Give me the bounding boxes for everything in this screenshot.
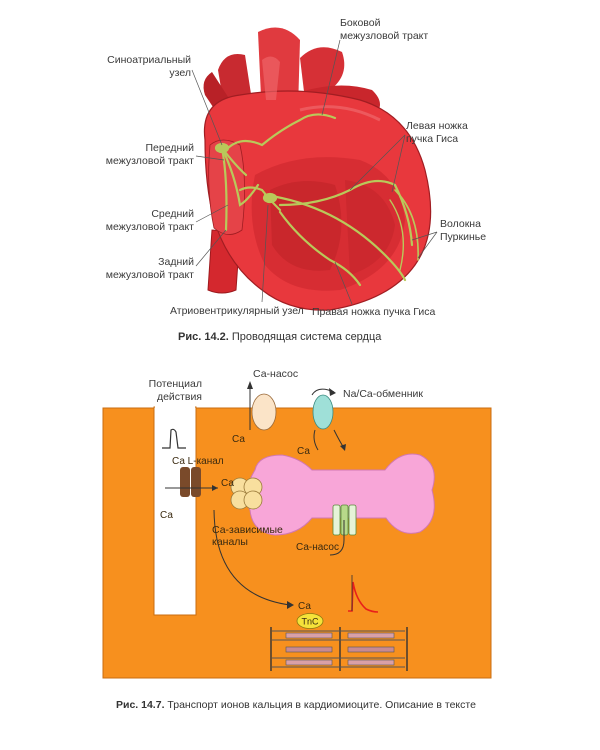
label-ca-l-channel: Са L-канал (172, 456, 224, 467)
label-middle-tract: Средний межузловой тракт (105, 208, 194, 233)
calcium-release-arrow (213, 509, 291, 606)
ca-dependent-channels (230, 477, 263, 510)
sarcomere (270, 627, 408, 671)
label-left-bundle: Левая ножка пучка Гиса (406, 120, 468, 145)
label-na-ca-exchanger: Na/Ca-обменник (343, 388, 423, 400)
figure2-caption: Рис. 14.7. Транспорт ионов кальция в кар… (116, 699, 476, 711)
tnc-label: TnC (301, 617, 319, 627)
label-action-potential: Потенциал действия (148, 378, 202, 403)
membrane-ca-pump (247, 381, 277, 431)
label-sr-ca-pump: Са-насос (296, 542, 339, 553)
label-sa-node: Синоатриальный узел (107, 54, 191, 79)
ca-l-channel (165, 467, 218, 497)
conduction-system (214, 113, 419, 287)
label-ca-5: Са (298, 601, 311, 612)
sr-ca-pump (329, 504, 357, 556)
tnc-badge (296, 613, 324, 629)
label-lateral-tract: Боковой межузловой тракт (340, 17, 429, 42)
figure1-caption-text: Проводящая система сердца (231, 331, 382, 343)
label-membrane-ca-pump: Са-насос (253, 368, 299, 380)
label-ca-dependent-channels: Са-зависимые каналы (212, 524, 283, 548)
t-tubule (153, 406, 197, 616)
label-purkinje: Волокна Пуркинье (440, 218, 487, 243)
label-ca-1: Са (221, 478, 234, 489)
label-ca-4: Са (297, 446, 310, 457)
label-ca-3: Са (232, 434, 245, 445)
figure2-caption-text: Транспорт ионов кальция в кардиомиоците.… (167, 699, 476, 711)
figure2-caption-number: Рис. 14.7. (116, 699, 165, 711)
calcium-transient-curve (348, 581, 379, 613)
heart-illustration (203, 27, 432, 311)
action-potential-curve (162, 428, 186, 449)
label-posterior-tract: Задний межузловой тракт (105, 256, 194, 281)
sarcoplasmic-reticulum (245, 453, 435, 536)
leader-lines (191, 39, 438, 305)
label-right-bundle: Правая ножка пучка Гиса (312, 306, 436, 318)
label-av-node: Атриовентрикулярный узел (170, 305, 304, 317)
figure1-caption: Рис. 14.2. Проводящая система сердца (178, 331, 381, 343)
label-anterior-tract: Передний межузловой тракт (105, 142, 194, 167)
label-ca-2: Са (160, 510, 173, 521)
figure1-caption-number: Рис. 14.2. (178, 331, 229, 343)
na-ca-exchanger (311, 388, 346, 451)
